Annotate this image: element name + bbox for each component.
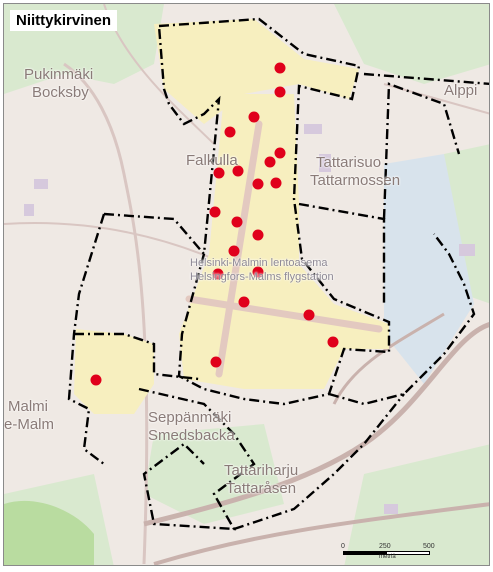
map-frame: Niittykirvinen Pukinmäki Bocksby Alppi F…: [3, 3, 490, 566]
observation-dot: [274, 62, 286, 74]
place-label-fallkulla: Falkulla: [186, 152, 238, 169]
scale-unit: metriä: [379, 554, 396, 560]
observation-points: [90, 62, 339, 386]
observation-dot: [238, 296, 250, 308]
observation-dot: [224, 126, 236, 138]
observation-dot: [264, 156, 276, 168]
place-label-seppanmaki: Seppänmäki: [148, 409, 232, 426]
observation-dot: [209, 206, 221, 218]
observation-dot: [303, 309, 315, 321]
observation-dot: [274, 86, 286, 98]
open-field-area: [384, 154, 474, 384]
observation-dot: [232, 165, 244, 177]
place-label-smedsbacka: Smedsbacka: [148, 427, 235, 444]
map-title: Niittykirvinen: [10, 10, 118, 31]
observation-dot: [270, 177, 282, 189]
place-label-tattarisuo: Tattarisuo: [316, 154, 382, 171]
place-label-malmi: Malmi: [8, 398, 48, 415]
scale-tick-500: 500: [423, 543, 435, 550]
industrial-lots: [24, 124, 475, 514]
place-label-airport-fi: Helsinki-Malmin lentoasema: [190, 257, 328, 269]
observation-dot: [252, 266, 264, 278]
observation-dot: [228, 245, 240, 257]
study-area-boundary: [67, 17, 489, 531]
observation-dot: [212, 268, 224, 280]
observation-dot: [213, 167, 225, 179]
place-label-pukinmaki: Pukinmäki: [24, 66, 94, 83]
scale-bar: 0 250 500 metriä: [339, 538, 435, 560]
place-label-airport-sv: Helsingfors-Malms flygstation: [190, 271, 334, 283]
place-label-tattariharju: Tattariharju: [224, 462, 299, 479]
scale-tick-250: 250: [379, 543, 391, 550]
place-label-malm: e-Malm: [4, 416, 55, 433]
observation-dot: [231, 216, 243, 228]
map-canvas: [4, 4, 489, 565]
scale-tick-0: 0: [341, 543, 345, 550]
observation-dot: [248, 111, 260, 123]
study-area-fill-west: [74, 329, 154, 414]
observation-dot: [90, 374, 102, 386]
place-label-bocksby: Bocksby: [32, 84, 89, 101]
park-area: [4, 500, 94, 565]
observation-dot: [327, 336, 339, 348]
observation-dot: [252, 178, 264, 190]
scale-bar-segment-white: [386, 551, 430, 555]
study-area-fill-north: [154, 19, 359, 124]
observation-dot: [210, 356, 222, 368]
place-label-alppi: Alppi: [444, 82, 478, 99]
observation-dot: [252, 229, 264, 241]
place-label-tattarasen: Tattaråsen: [226, 480, 297, 497]
observation-dot: [274, 147, 286, 159]
place-label-tattarmossen: Tattarmossen: [310, 172, 401, 189]
